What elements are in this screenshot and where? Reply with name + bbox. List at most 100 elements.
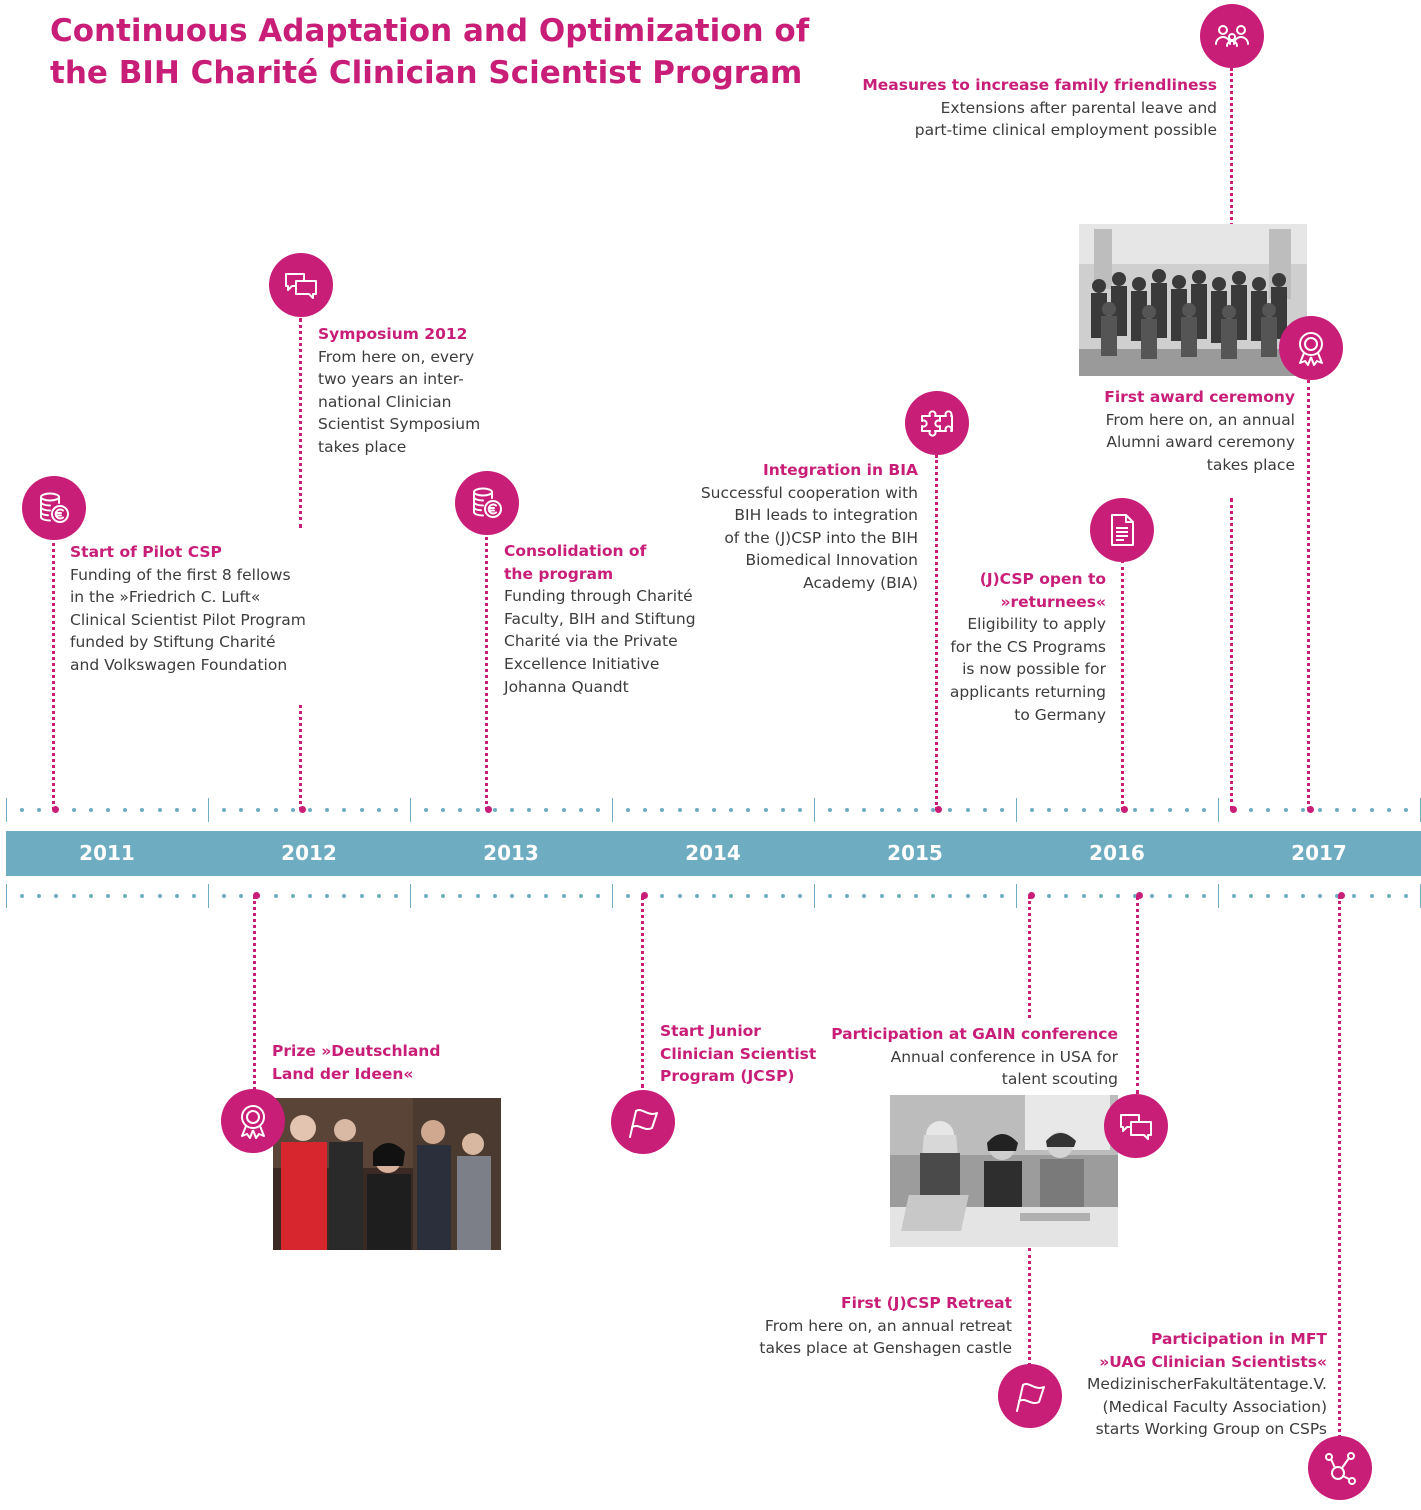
timeline-dot — [1266, 894, 1271, 898]
timeline-dot — [896, 894, 901, 898]
event-heading: Start Junior — [660, 1022, 761, 1040]
timeline-dot — [1404, 894, 1408, 898]
event-desc-line: Charité via the Private — [504, 632, 678, 651]
timeline-dot — [71, 894, 76, 898]
flag-icon — [998, 1364, 1062, 1428]
event-desc-line: is now possible for — [962, 660, 1106, 679]
timeline-dot — [1249, 894, 1254, 898]
timeline-dot — [510, 808, 514, 812]
timeline-tick — [410, 798, 411, 822]
timeline-dot — [1116, 808, 1120, 812]
year-label-2014: 2014 — [685, 841, 741, 865]
year-label-2016: 2016 — [1089, 841, 1145, 865]
timeline-bar — [6, 831, 1421, 876]
event-first-retreat: First (J)CSP Retreat From here on, an an… — [759, 1292, 1012, 1360]
timeline-dot — [596, 808, 600, 812]
timeline-dot — [596, 894, 600, 898]
timeline-dot — [931, 894, 936, 898]
event-desc-line: From here on, an annual retreat — [764, 1316, 1012, 1335]
timeline-dot — [982, 894, 987, 898]
timeline-dot — [342, 894, 347, 898]
timeline-dot — [1369, 808, 1374, 812]
timeline-dot — [879, 894, 884, 898]
event-desc-line: MedizinischerFakultätentage.V. — [1086, 1375, 1327, 1394]
timeline-dot — [222, 894, 226, 898]
event-desc-line: Extensions after parental leave and — [940, 98, 1217, 117]
timeline-dot — [1352, 894, 1357, 898]
event-desc-line: takes place — [1206, 455, 1295, 474]
timeline-dot — [1266, 808, 1271, 812]
timeline-dot — [643, 808, 648, 812]
timeline-dot — [222, 808, 226, 812]
timeline-dot — [527, 808, 532, 812]
event-desc-line: two years an inter- — [318, 370, 464, 389]
timeline-dot — [763, 808, 768, 812]
event-heading: »returnees« — [1000, 592, 1106, 611]
event-desc-line: applicants returning — [949, 682, 1106, 701]
timeline-dot — [729, 808, 734, 812]
event-desc-line: Annual conference in USA for — [890, 1047, 1118, 1066]
event-desc-line: Clinical Scientist Pilot Program — [70, 610, 306, 629]
event-desc-line: for the CS Programs — [950, 637, 1106, 656]
timeline-dot — [1318, 894, 1322, 898]
timeline-dot — [1283, 894, 1288, 898]
event-desc-line: Johanna Quandt — [504, 677, 629, 696]
timeline-dot — [746, 894, 751, 898]
timeline-dot — [1000, 894, 1004, 898]
timeline-dot — [174, 894, 179, 898]
event-award-ceremony: First award ceremony From here on, an an… — [1104, 386, 1295, 476]
timeline-dot — [931, 808, 936, 812]
timeline-dot — [746, 808, 751, 812]
timeline-dot — [71, 808, 76, 812]
timeline-dot — [712, 894, 716, 898]
event-desc-line: starts Working Group on CSPs — [1095, 1420, 1327, 1439]
timeline-dot — [965, 808, 970, 812]
event-desc-line: talent scouting — [1001, 1070, 1118, 1089]
timeline-dot — [342, 808, 347, 812]
timeline-event-marker — [253, 892, 260, 899]
timeline-dot — [174, 808, 179, 812]
timeline-dot — [510, 894, 514, 898]
timeline-dot — [1318, 808, 1322, 812]
timeline-dot — [123, 808, 128, 812]
chat-bubbles-icon — [1104, 1094, 1168, 1158]
chat-bubbles-icon — [269, 253, 333, 317]
timeline-dot — [982, 808, 987, 812]
timeline-dot — [376, 894, 381, 898]
timeline-dot — [1232, 894, 1236, 898]
network-icon — [1308, 1436, 1372, 1500]
timeline-event-marker — [935, 806, 942, 813]
event-desc-line: Eligibility to apply — [967, 615, 1106, 634]
timeline-dot — [677, 808, 682, 812]
event-heading: Consolidation of — [504, 542, 647, 560]
timeline-dot — [798, 808, 802, 812]
timeline-dot — [458, 894, 463, 898]
timeline-dot — [424, 894, 428, 898]
timeline-dot — [544, 808, 549, 812]
timeline-dot — [660, 894, 665, 898]
timeline-dot — [20, 808, 24, 812]
timeline-dot — [1202, 894, 1206, 898]
timeline-dot — [677, 894, 682, 898]
event-heading: Prize »Deutschland — [272, 1042, 441, 1060]
timeline-dot — [1133, 808, 1138, 812]
timeline-dot — [123, 894, 128, 898]
award-ribbon-icon — [1279, 316, 1343, 380]
timeline-dot — [578, 808, 583, 812]
timeline-dot — [1386, 808, 1391, 812]
coins-euro-icon — [22, 476, 86, 540]
timeline-dot — [192, 808, 196, 812]
connector-returnees — [1121, 560, 1124, 810]
timeline-dot — [561, 808, 566, 812]
timeline-dot — [325, 894, 330, 898]
timeline-dot — [828, 894, 832, 898]
title-line-2: the BIH Charité Clinician Scientist Prog… — [50, 55, 803, 91]
timeline-dot — [712, 808, 716, 812]
timeline-tick — [814, 798, 815, 822]
page-title: Continuous Adaptation and Optimization o… — [50, 10, 809, 94]
event-heading: Land der Ideen« — [272, 1064, 414, 1083]
timeline-dot — [1300, 894, 1305, 898]
timeline-dot — [424, 808, 428, 812]
timeline-dot — [1047, 894, 1052, 898]
timeline-event-marker — [1136, 892, 1143, 899]
